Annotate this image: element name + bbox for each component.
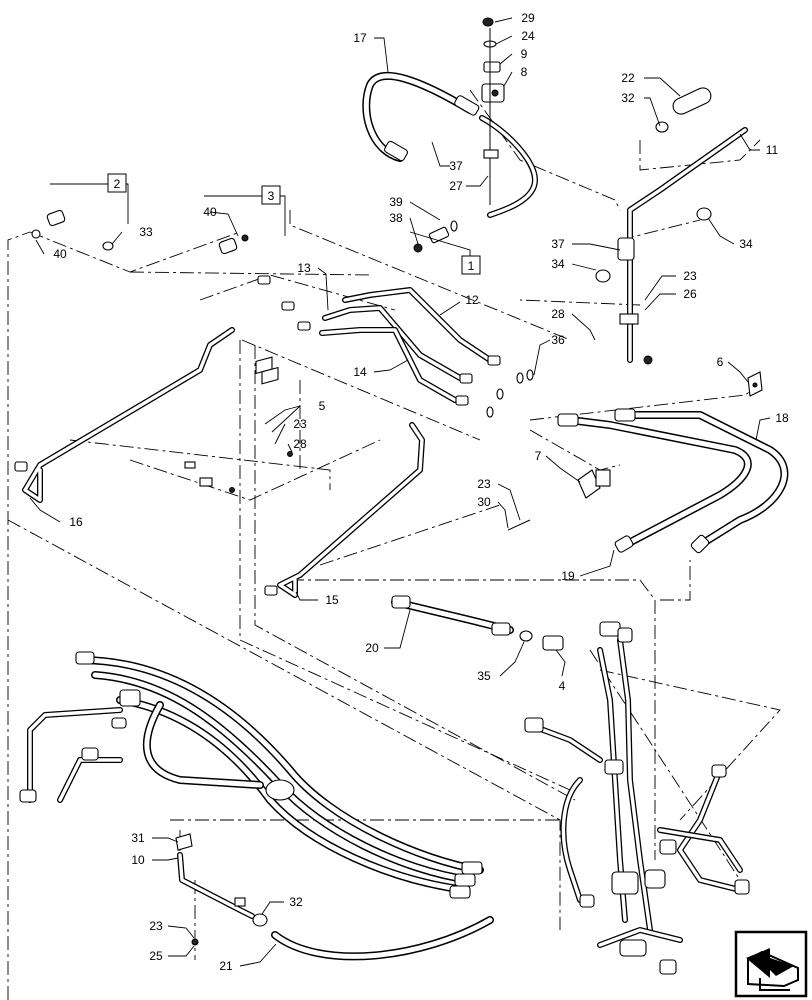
callout-27: 27: [449, 179, 463, 193]
boxed-callout-brackets: [50, 183, 471, 268]
callout-9: 9: [521, 47, 528, 61]
callout-30: 30: [477, 495, 491, 509]
tube-14: [319, 327, 458, 403]
callout-10: 10: [131, 853, 145, 867]
callout-32: 32: [289, 895, 303, 909]
callout-34: 34: [551, 257, 565, 271]
callout-25: 25: [149, 949, 163, 963]
boxed-callout-1-label: 1: [468, 259, 475, 273]
elbow-fittings: [31, 209, 249, 255]
tube-fittings: [257, 275, 534, 418]
tube-16: [14, 327, 235, 503]
callout-8: 8: [521, 65, 528, 79]
callout-19: 19: [561, 569, 575, 583]
callout-23: 23: [149, 919, 163, 933]
callout-14: 14: [353, 365, 367, 379]
callout-26: 26: [683, 287, 697, 301]
tube-10: [175, 833, 268, 946]
tube-11: [595, 87, 748, 365]
callout-28: 28: [551, 307, 565, 321]
callout-11: 11: [766, 143, 779, 157]
callout-16: 16: [69, 515, 83, 529]
callout-17: 17: [353, 31, 367, 45]
callout-40: 40: [203, 205, 217, 219]
callout-23: 23: [683, 269, 697, 283]
callout-15: 15: [325, 593, 339, 607]
tube-13: [322, 305, 463, 381]
boxed-callout-2-label: 2: [114, 177, 121, 191]
hose-21: [271, 916, 494, 961]
callout-labels: 29 24 9 8 17 22 32 11 37 27 39 38 34 37 …: [53, 11, 789, 973]
clamp-assembly-8: [481, 17, 505, 205]
boxed-callout-3: 3: [261, 185, 281, 205]
callout-28: 28: [293, 437, 307, 451]
leader-lines: [29, 17, 771, 967]
callout-23: 23: [477, 477, 491, 491]
callout-20: 20: [365, 641, 379, 655]
callout-12: 12: [465, 293, 479, 307]
callout-6: 6: [717, 355, 724, 369]
reference-lines: [7, 89, 781, 1000]
callout-32: 32: [621, 91, 635, 105]
hose-17: [362, 71, 538, 218]
callout-40: 40: [53, 247, 67, 261]
bracket-5: [184, 356, 293, 493]
callout-7: 7: [535, 449, 542, 463]
callout-5: 5: [319, 399, 326, 413]
boxed-callout-3-label: 3: [268, 189, 275, 203]
callout-31: 31: [131, 831, 145, 845]
callout-21: 21: [219, 959, 233, 973]
callout-37: 37: [551, 237, 565, 251]
callout-38: 38: [389, 211, 403, 225]
fitting-39-38: [413, 220, 458, 253]
tube-12: [342, 287, 493, 363]
page-navigation-arrow-icon[interactable]: [734, 930, 808, 998]
bracket-7: [507, 469, 611, 531]
callout-4: 4: [559, 679, 566, 693]
boxed-callout-1: 1: [461, 255, 481, 275]
callout-33: 33: [139, 225, 153, 239]
callout-35: 35: [477, 669, 491, 683]
callout-22: 22: [621, 71, 635, 85]
boxed-callout-2: 2: [107, 173, 127, 193]
callout-37: 37: [449, 159, 463, 173]
tube-15: [264, 422, 425, 598]
hose-19: [557, 413, 752, 553]
callout-29: 29: [521, 11, 535, 25]
callout-13: 13: [297, 261, 311, 275]
callout-23: 23: [293, 417, 307, 431]
bracket-6: [747, 371, 763, 397]
callout-36: 36: [551, 333, 565, 347]
callout-24: 24: [521, 29, 535, 43]
callout-39: 39: [389, 195, 403, 209]
valve-hose-bundle: [524, 621, 750, 975]
hose-20: [391, 595, 564, 651]
lower-hose-bundle: [19, 651, 484, 899]
hose-18: [614, 408, 789, 554]
callout-18: 18: [775, 411, 789, 425]
callout-34: 34: [739, 237, 753, 251]
